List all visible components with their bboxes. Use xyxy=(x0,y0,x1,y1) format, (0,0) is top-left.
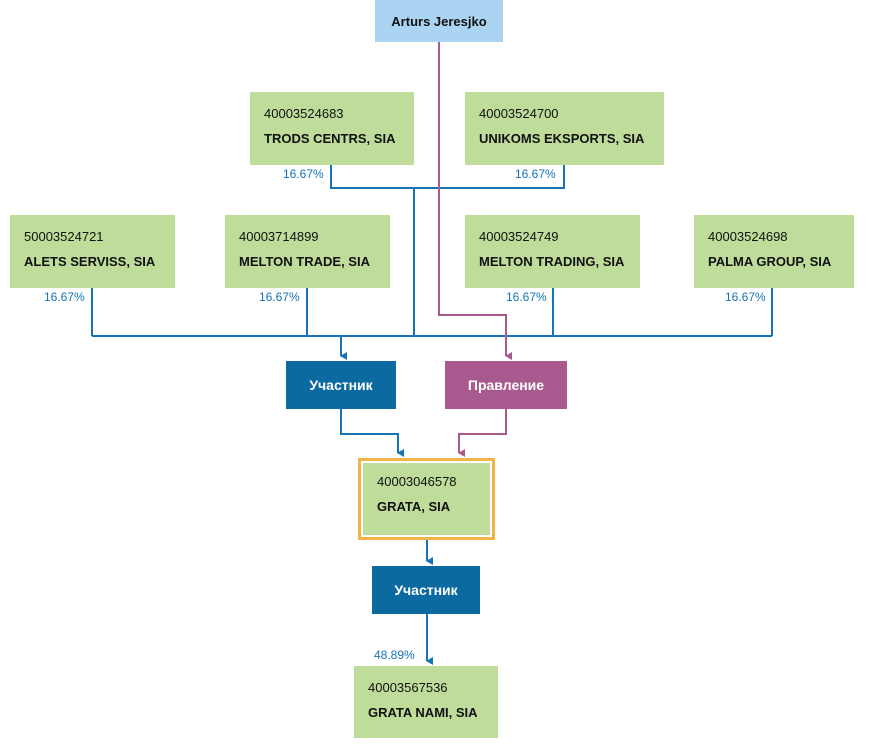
company-code: 50003524721 xyxy=(24,229,104,244)
owner-node-melton-trade[interactable]: 40003714899 MELTON TRADE, SIA xyxy=(225,215,390,288)
role-label: Участник xyxy=(394,582,458,598)
share-label-alets: 16.67% xyxy=(44,290,85,304)
owner-node-alets[interactable]: 50003524721 ALETS SERVISS, SIA xyxy=(10,215,175,288)
person-name: Arturs Jeresjko xyxy=(391,13,487,29)
company-name: GRATA, SIA xyxy=(377,499,451,514)
share-label-palma: 16.67% xyxy=(725,290,766,304)
company-code: 40003524700 xyxy=(479,106,559,121)
company-code: 40003714899 xyxy=(239,229,319,244)
company-name: UNIKOMS EKSPORTS, SIA xyxy=(479,131,645,146)
role-participant-bottom[interactable]: Участник xyxy=(372,566,480,614)
share-label-subsidiary: 48.89% xyxy=(374,648,415,662)
owner-node-unikoms[interactable]: 40003524700 UNIKOMS EKSPORTS, SIA xyxy=(465,92,664,165)
share-label-melton-trading: 16.67% xyxy=(506,290,547,304)
subsidiary-node[interactable]: 40003567536 GRATA NAMI, SIA xyxy=(354,666,498,738)
owner-node-palma[interactable]: 40003524698 PALMA GROUP, SIA xyxy=(694,215,854,288)
link-unikoms xyxy=(414,165,565,189)
company-code: 40003524749 xyxy=(479,229,559,244)
link-board-to-grata xyxy=(458,409,507,457)
company-name: ALETS SERVISS, SIA xyxy=(24,254,156,269)
company-name: PALMA GROUP, SIA xyxy=(708,254,832,269)
link-participant-to-grata xyxy=(340,409,404,457)
company-code: 40003046578 xyxy=(377,474,457,489)
role-label: Правление xyxy=(467,377,545,393)
share-label-melton-trade: 16.67% xyxy=(259,290,300,304)
company-code: 40003524683 xyxy=(264,106,344,121)
company-name: MELTON TRADING, SIA xyxy=(479,254,625,269)
owner-node-trods[interactable]: 40003524683 TRODS CENTRS, SIA xyxy=(250,92,414,165)
role-board[interactable]: Правление xyxy=(445,361,567,409)
owner-node-melton-trading[interactable]: 40003524749 MELTON TRADING, SIA xyxy=(465,215,640,288)
company-code: 40003567536 xyxy=(368,680,448,695)
role-label: Участник xyxy=(309,377,373,393)
company-name: TRODS CENTRS, SIA xyxy=(264,131,396,146)
link-trods xyxy=(330,165,414,189)
role-participant-top[interactable]: Участник xyxy=(286,361,396,409)
person-node[interactable]: Arturs Jeresjko xyxy=(375,0,503,42)
focus-company-node[interactable]: 40003046578 GRATA, SIA xyxy=(363,463,490,535)
company-name: MELTON TRADE, SIA xyxy=(239,254,370,269)
share-label-unikoms: 16.67% xyxy=(515,167,556,181)
share-label-trods: 16.67% xyxy=(283,167,324,181)
link-person-to-board xyxy=(438,42,512,360)
company-code: 40003524698 xyxy=(708,229,788,244)
company-name: GRATA NAMI, SIA xyxy=(368,705,478,720)
